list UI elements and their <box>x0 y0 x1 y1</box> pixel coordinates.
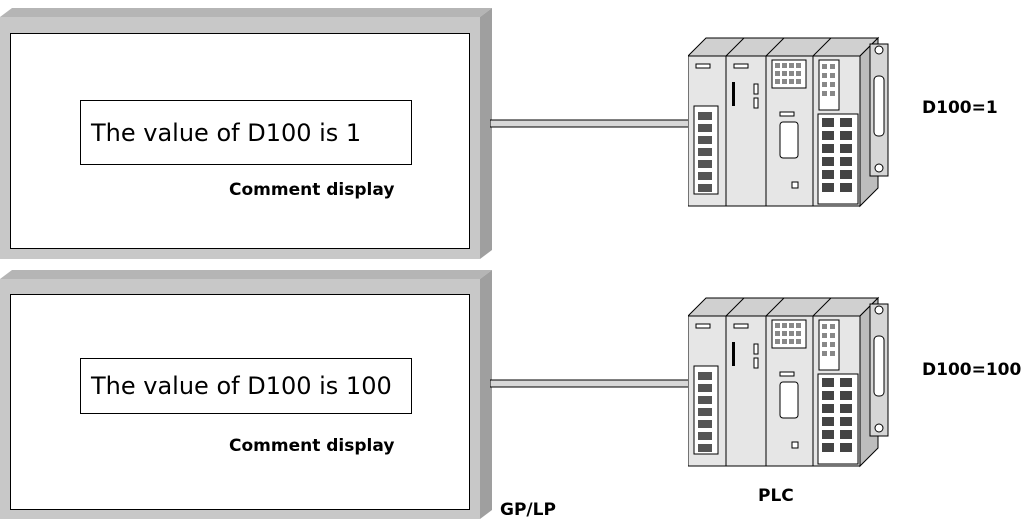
gp-lp-screen-2: The value of D100 is 100 Comment display <box>0 262 500 524</box>
gp-lp-screen-1: The value of D100 is 1 Comment display <box>0 0 500 262</box>
plc-unit-1 <box>688 36 889 208</box>
cable-2 <box>490 379 690 388</box>
comment-message-box: The value of D100 is 100 <box>80 358 412 414</box>
plc-value-2: D100=100 <box>922 360 1022 380</box>
comment-display-label: Comment display <box>229 436 395 456</box>
plc-unit-2 <box>688 296 889 468</box>
plc-value-1: D100=1 <box>922 98 998 118</box>
gp-lp-label: GP/LP <box>500 500 556 520</box>
comment-display-label: Comment display <box>229 180 395 200</box>
cable-1 <box>490 119 690 128</box>
plc-label: PLC <box>758 486 794 506</box>
comment-message-box: The value of D100 is 1 <box>80 100 412 165</box>
